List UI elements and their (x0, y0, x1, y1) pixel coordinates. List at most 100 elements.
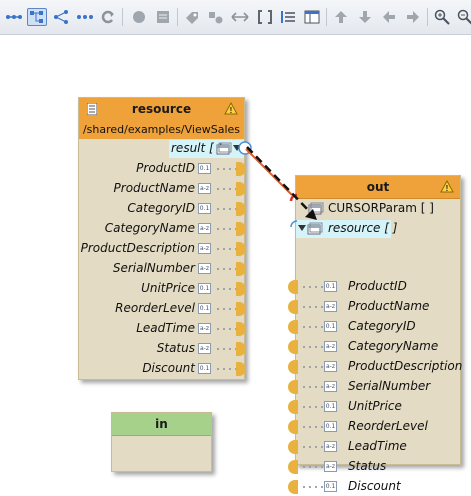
document-icon[interactable] (153, 8, 173, 26)
arrow-left-icon[interactable] (379, 8, 399, 26)
field-input-port[interactable] (288, 280, 298, 294)
field-label: ProductName (114, 181, 195, 195)
field-dots (215, 208, 237, 210)
tag-icon[interactable] (182, 8, 202, 26)
field-dots (301, 386, 323, 388)
resource-collection-row[interactable]: resource [ ] (296, 220, 391, 238)
cursor-param-label: CURSORParam [ ] (328, 201, 434, 215)
table-icon (308, 202, 324, 216)
field-label: ReorderLevel (115, 301, 195, 315)
shapes-icon[interactable] (206, 8, 226, 26)
stop-icon[interactable] (129, 8, 149, 26)
field-output-port[interactable] (236, 322, 246, 336)
brackets-icon[interactable] (255, 8, 275, 26)
result-collection-row[interactable]: result [ ] (169, 140, 244, 158)
field-type-badge: a-z (198, 223, 211, 234)
collapse-arrow-icon[interactable] (233, 145, 241, 152)
svg-text:!: ! (230, 106, 233, 115)
arrow-up-icon[interactable] (331, 8, 351, 26)
field-dots (301, 326, 323, 328)
field-input-port[interactable] (288, 460, 298, 474)
field-input-port[interactable] (288, 320, 298, 334)
field-label: ProductName (348, 299, 429, 313)
layout-branch-icon[interactable] (51, 8, 71, 26)
field-dots (215, 188, 237, 190)
field-type-badge: 0.1 (324, 281, 337, 292)
arrow-down-icon[interactable] (355, 8, 375, 26)
field-input-port[interactable] (288, 400, 298, 414)
field-output-port[interactable] (236, 282, 246, 296)
resource-node[interactable]: resource ! /shared/examples/ViewSales re… (78, 97, 245, 380)
field-label: CategoryID (348, 319, 416, 333)
field-input-port[interactable] (288, 380, 298, 394)
field-type-badge: a-z (324, 461, 337, 472)
horizontal-arrows-icon[interactable] (230, 8, 250, 26)
field-dots (301, 366, 323, 368)
field-output-port[interactable] (236, 342, 246, 356)
cursor-param-row[interactable]: CURSORParam [ ] (296, 200, 462, 218)
out-node-header[interactable]: out ! (296, 176, 460, 199)
field-output-port[interactable] (236, 182, 246, 196)
more-dots-icon[interactable] (75, 8, 95, 26)
resource-path: /shared/examples/ViewSales (79, 120, 244, 139)
resource-node-header[interactable]: resource ! (79, 98, 244, 121)
zoom-in-icon[interactable] (432, 8, 452, 26)
field-dots (301, 406, 323, 408)
refresh-icon[interactable] (98, 8, 118, 26)
field-dots (215, 168, 237, 170)
arrow-right-icon[interactable] (403, 8, 423, 26)
zoom-out-icon[interactable] (455, 8, 471, 26)
field-input-port[interactable] (288, 480, 298, 494)
field-input-port[interactable] (288, 440, 298, 454)
layout-horizontal-icon[interactable] (4, 8, 24, 26)
field-output-port[interactable] (236, 222, 246, 236)
field-output-port[interactable] (236, 162, 246, 176)
field-output-port[interactable] (236, 302, 246, 316)
field-type-badge: a-z (324, 441, 337, 452)
field-type-badge: 0.1 (198, 363, 211, 374)
field-output-port[interactable] (236, 262, 246, 276)
field-output-port[interactable] (236, 202, 246, 216)
warning-icon[interactable]: ! (440, 180, 454, 193)
field-type-badge: a-z (198, 183, 211, 194)
list-icon[interactable] (278, 8, 298, 26)
in-node[interactable]: in (111, 412, 212, 472)
field-output-port[interactable] (236, 242, 246, 256)
field-input-port[interactable] (288, 360, 298, 374)
field-input-port[interactable] (288, 300, 298, 314)
collapse-arrow-icon[interactable] (298, 225, 306, 232)
warning-icon[interactable]: ! (224, 102, 238, 115)
panel-icon[interactable] (302, 8, 322, 26)
field-input-port[interactable] (288, 420, 298, 434)
mapping-canvas[interactable]: resource ! /shared/examples/ViewSales re… (0, 35, 471, 461)
layout-tree-icon[interactable] (27, 8, 47, 26)
field-type-badge: 0.1 (324, 401, 337, 412)
in-node-header[interactable]: in (112, 413, 211, 436)
field-label: UnitPrice (141, 281, 195, 295)
field-input-port[interactable] (288, 340, 298, 354)
field-label: LeadTime (136, 321, 195, 335)
field-output-port[interactable] (236, 362, 246, 376)
